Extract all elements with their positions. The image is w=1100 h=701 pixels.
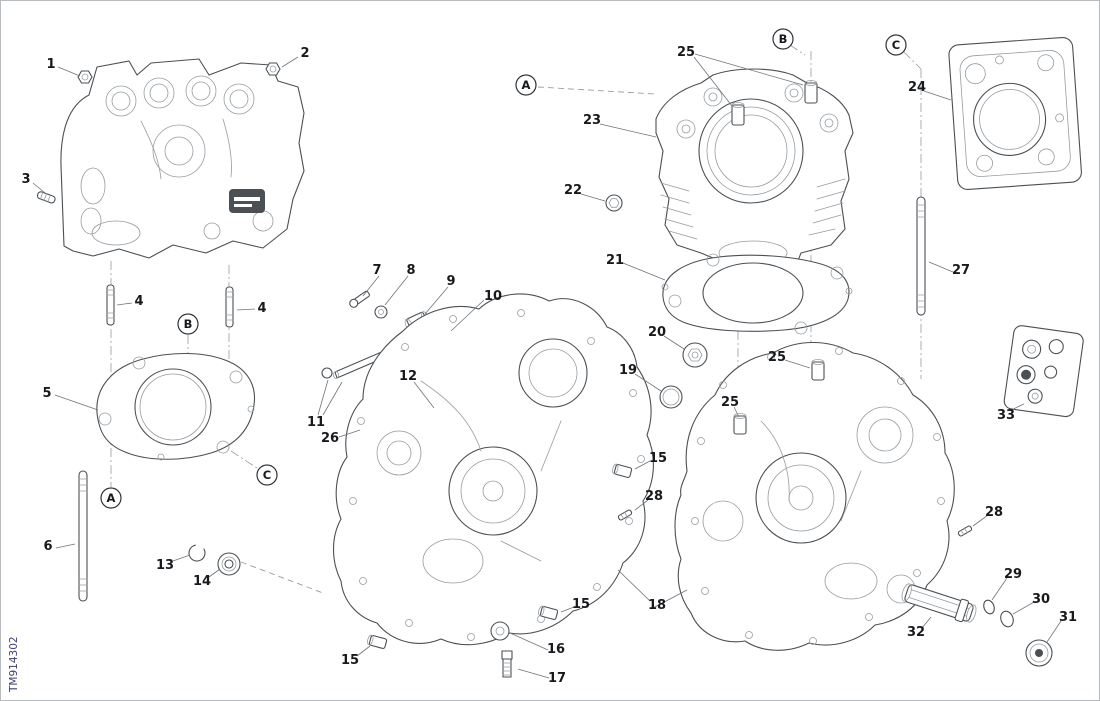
svg-text:B: B [184,317,193,331]
part-base-gasket-21 [661,253,853,335]
part-stud-4-left [106,284,115,326]
callout-32: 32 [907,625,925,640]
part-bolt-1 [77,70,93,84]
part-head-gasket-sheet-24 [948,36,1082,191]
callout-4b: 4 [257,301,266,316]
part-dowel-15-c [367,634,388,650]
part-washer-8 [374,305,388,319]
marker-B-right: B [772,28,794,50]
callout-3: 3 [21,172,30,187]
callout-19: 19 [619,363,637,378]
callout-12: 12 [399,369,417,384]
callout-7: 7 [372,263,381,278]
svg-text:B: B [779,32,788,46]
callout-4a: 4 [134,294,143,309]
callout-31: 31 [1059,610,1077,625]
svg-text:A: A [522,78,531,92]
callout-2: 2 [300,46,309,61]
callout-25b: 25 [768,350,786,365]
leader-lines [32,53,1062,679]
part-stud-27 [916,196,926,316]
callout-17: 17 [548,671,566,686]
part-circlip-13 [188,544,206,562]
section-markers: A B C A B C [100,28,907,509]
part-dowel-15-a [612,463,633,479]
marker-B-left: B [177,313,199,335]
part-dowel-25-top-right [804,80,818,104]
svg-text:C: C [892,38,900,52]
callout-16: 16 [547,642,565,657]
part-dowel-25-case-right [811,359,825,381]
svg-text:C: C [263,468,271,482]
marker-C-right: C [885,34,907,56]
part-dowel-15-b [538,605,559,621]
callout-22: 22 [564,183,582,198]
part-head-gasket-5 [96,352,256,461]
marker-C-left: C [256,464,278,486]
callout-33: 33 [997,408,1015,423]
callout-10: 10 [484,289,502,304]
callout-24: 24 [908,80,926,95]
callout-30: 30 [1032,592,1050,607]
part-seal-kit-33 [1003,325,1084,418]
callout-13: 13 [156,558,174,573]
callout-25c: 25 [721,395,739,410]
part-screw-7 [349,290,370,308]
callout-5: 5 [42,386,51,401]
callout-15b: 15 [572,597,590,612]
marker-A-left: A [100,487,122,509]
part-drain-bolt-17 [501,650,513,678]
svg-text:A: A [107,491,116,505]
callout-28a: 28 [645,489,663,504]
part-dowel-25-top-left [731,102,745,126]
part-bolt-2 [265,62,281,76]
callout-27: 27 [952,263,970,278]
part-shaft-32 [901,583,977,623]
marker-A-right: A [515,74,537,96]
part-screw-28-b [957,525,973,537]
crankcase-left-half [333,293,654,646]
cylinder-head [60,58,305,259]
part-oring-29 [983,599,995,615]
callout-9: 9 [446,274,455,289]
callout-6: 6 [43,539,52,554]
part-oring-30 [1000,610,1014,628]
part-oring-19 [659,385,683,409]
callout-20: 20 [648,325,666,340]
callout-14: 14 [193,574,211,589]
callout-25a: 25 [677,45,695,60]
part-washer-16 [490,621,510,641]
callout-23: 23 [583,113,601,128]
part-bearing-14 [217,552,241,576]
part-pin-3 [36,191,56,204]
callout-29: 29 [1004,567,1022,582]
part-plug-20 [682,342,708,368]
callout-18: 18 [648,598,666,613]
callout-28b: 28 [985,505,1003,520]
callout-15a: 15 [649,451,667,466]
part-plug-22 [605,194,623,212]
callout-15c: 15 [341,653,359,668]
callout-1: 1 [46,57,55,72]
part-dowel-25-case-left [733,413,747,435]
part-stud-6 [78,470,88,602]
callout-26: 26 [321,431,339,446]
cylinder-23 [655,68,854,270]
drawing-code: TM914302 [8,636,20,693]
part-screw-28-a [617,509,633,521]
callout-21: 21 [606,253,624,268]
callout-8: 8 [406,263,415,278]
part-stud-4-right [225,286,234,328]
part-seal-31 [1025,639,1053,667]
callout-11: 11 [307,415,325,430]
callout-labels: 1 2 3 4 4 5 6 7 8 9 10 11 12 13 14 15 15… [21,45,1077,686]
